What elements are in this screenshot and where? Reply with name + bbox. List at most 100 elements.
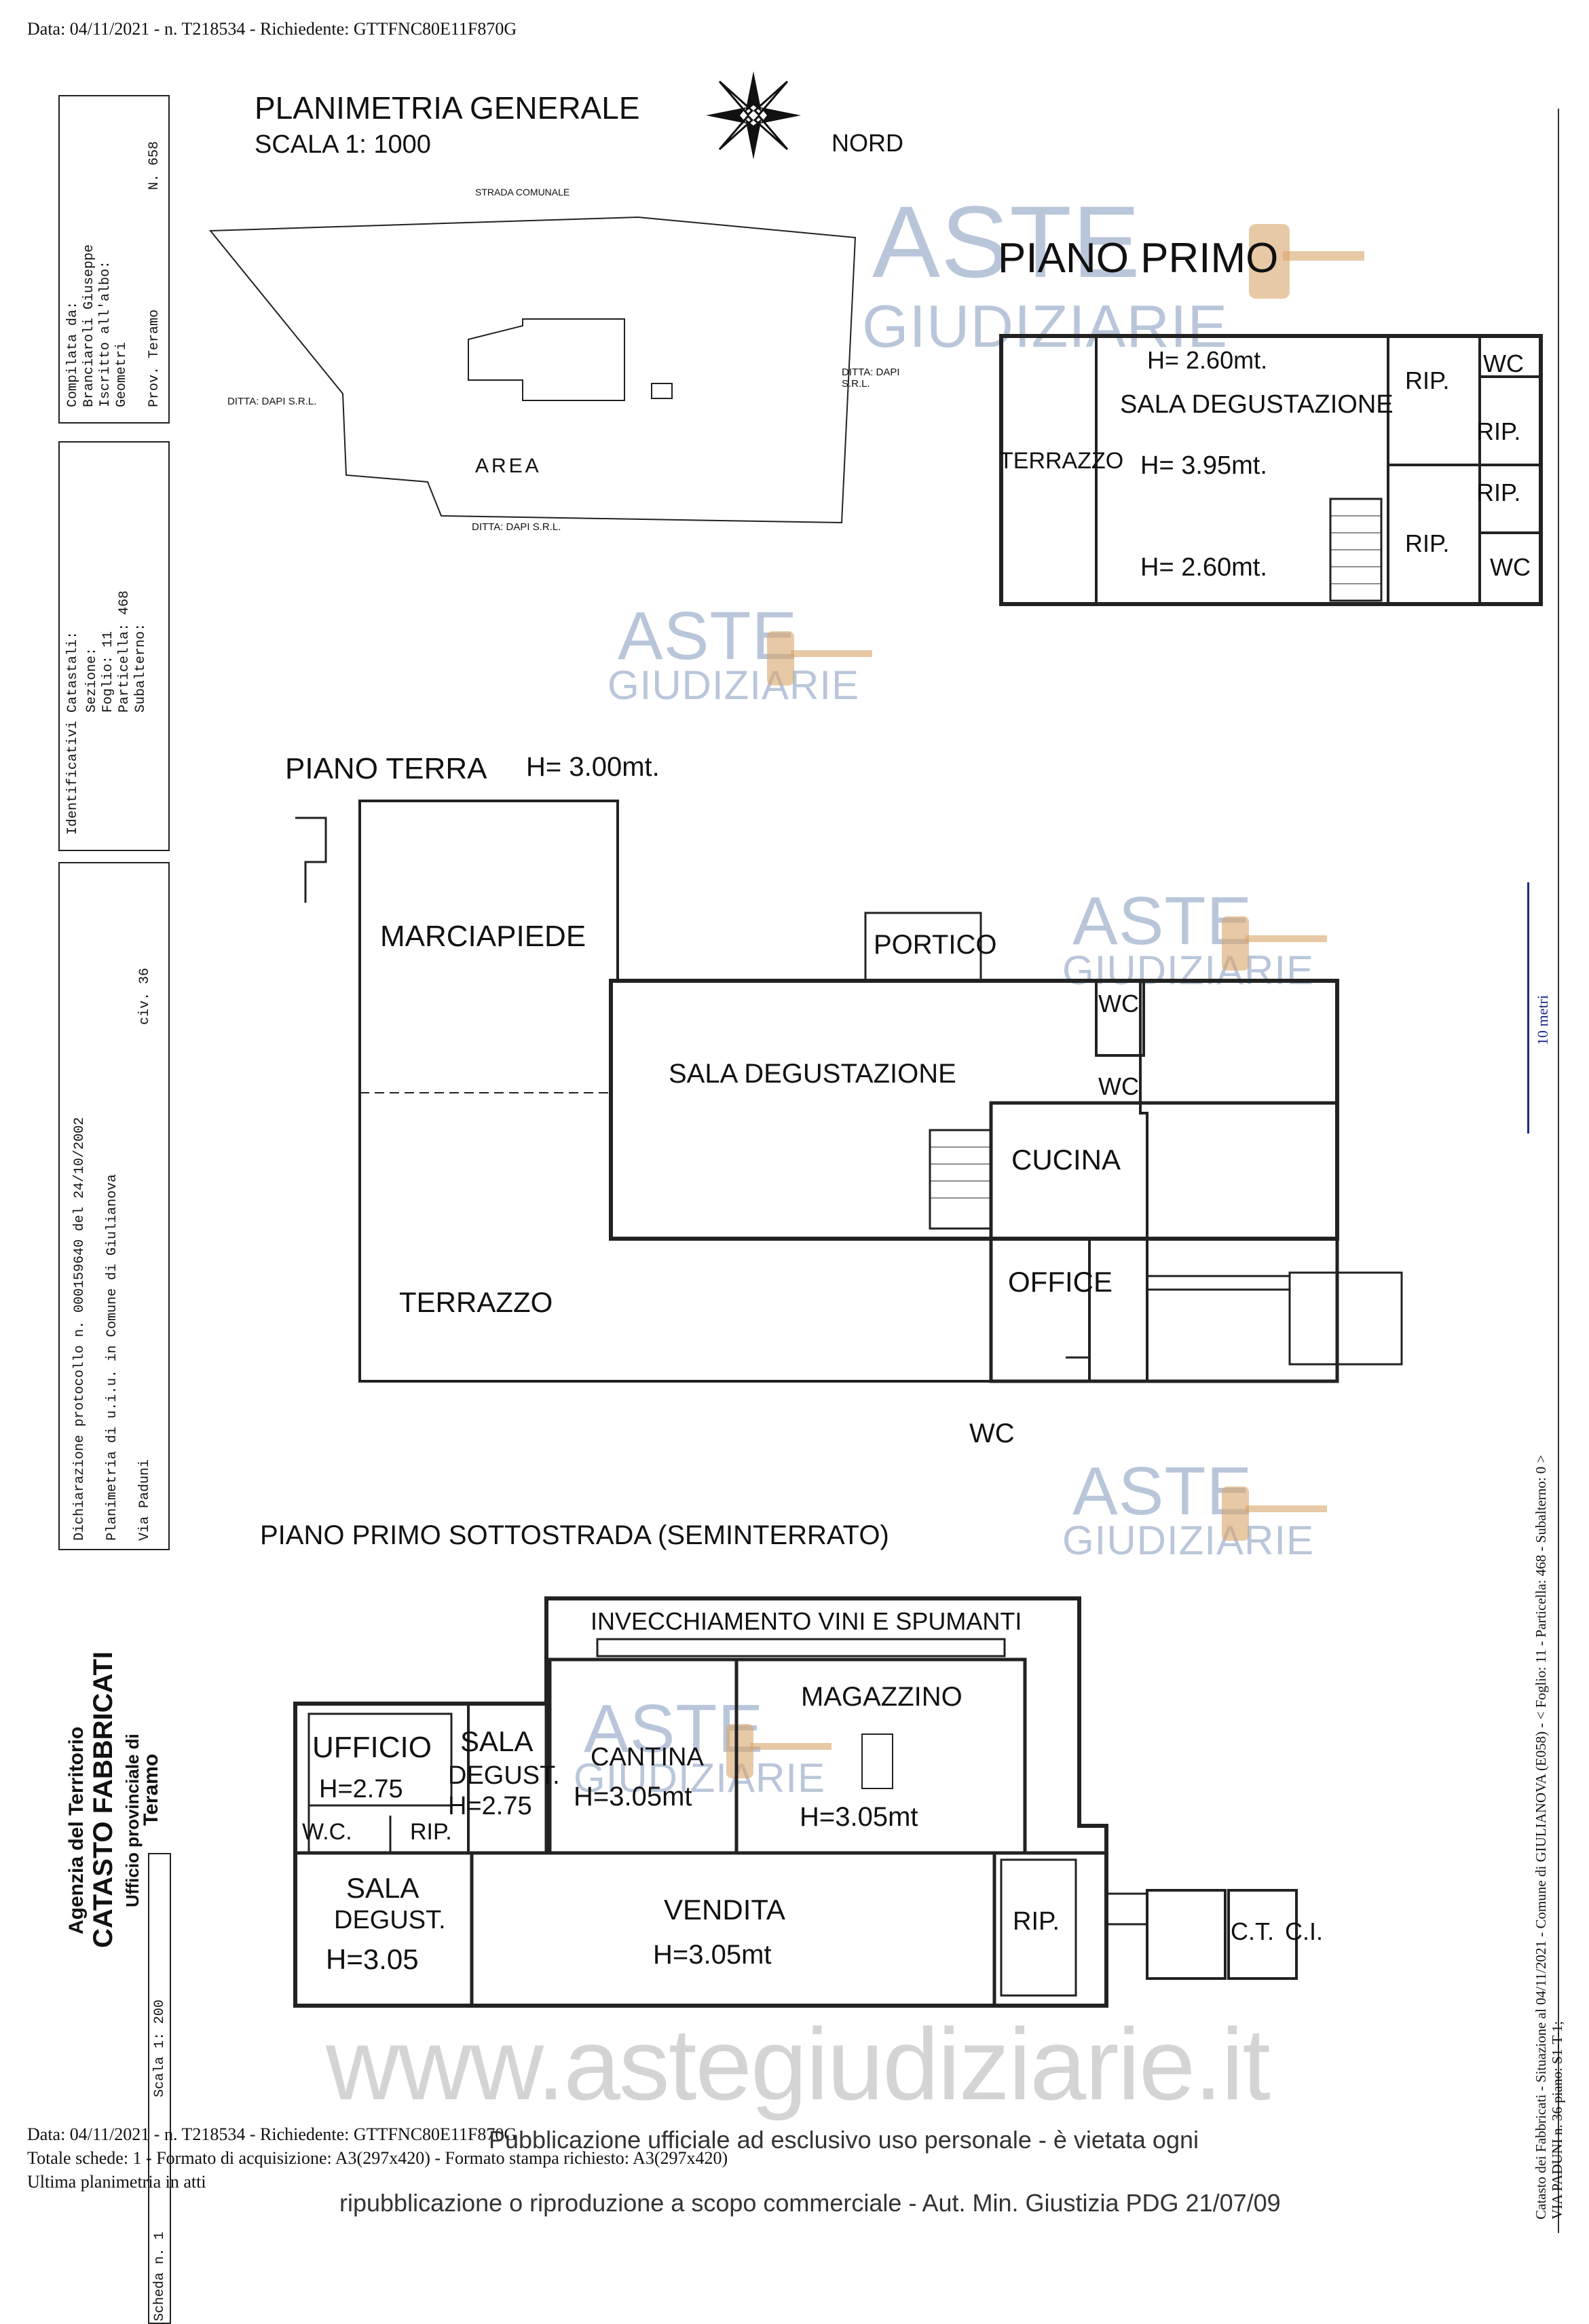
- footer-line-3: Ultima planimetria in atti: [27, 2172, 206, 2192]
- dichiarazione-line-3: Via Paduni: [137, 1459, 153, 1541]
- right-border-line: [1558, 109, 1559, 2233]
- sm-cantina-height: H=3.05mt: [574, 1782, 692, 1812]
- gavel-icon: [1222, 916, 1327, 971]
- sm-sala2-label-b: DEGUST.: [334, 1906, 446, 1934]
- pt-office-label: OFFICE: [1008, 1266, 1113, 1298]
- header-info: Data: 04/11/2021 - n. T218534 - Richiede…: [27, 19, 517, 39]
- seminterrato-plan: [293, 1596, 1298, 2008]
- seminterrato-title: PIANO PRIMO SOTTOSTRADA (SEMINTERRATO): [260, 1520, 889, 1550]
- watermark-giudiziarie-4: GIUDIZIARIE: [1062, 1518, 1315, 1563]
- site-watermark: www.astegiudiziarie.it: [326, 2007, 1271, 2121]
- sm-wc-label: W.C.: [302, 1819, 352, 1845]
- area-label: AREA: [475, 455, 542, 477]
- piano-terra-height: H= 3.00mt.: [526, 752, 660, 782]
- pp-rip-1: RIP.: [1405, 367, 1450, 394]
- pt-marciapiede-label: MARCIAPIEDE: [380, 920, 586, 953]
- footer-line-2: Totale schede: 1 - Formato di acquisizio…: [27, 2148, 728, 2168]
- pp-terrazzo-label: TERRAZZO: [999, 448, 1124, 474]
- identificativi-line-4: Particella: 468: [117, 590, 132, 713]
- pp-height-1: H= 2.60mt.: [1147, 346, 1268, 374]
- sm-rip-label: RIP.: [410, 1819, 452, 1845]
- dichiarazione-line-2: Planimetria di u.i.u. in Comune di Giuli…: [105, 1174, 120, 1541]
- sm-ufficio-height: H=2.75: [319, 1775, 403, 1803]
- left-panel: Compilata da: Branciaroli Giuseppe Iscri…: [46, 88, 171, 2324]
- piano-primo-plan: [999, 334, 1543, 606]
- scale-bar-label: 10 metri: [1534, 995, 1551, 1045]
- sm-sala1-label: SALA: [460, 1725, 534, 1757]
- pt-wc-3: WC: [969, 1419, 1015, 1448]
- sm-rip2-label: RIP.: [1013, 1907, 1060, 1936]
- sm-invecchiamento-label: INVECCHIAMENTO VINI E SPUMANTI: [591, 1607, 1022, 1635]
- footer-notice-2: ripubblicazione o riproduzione a scopo c…: [339, 2189, 1281, 2217]
- pt-wc-1: WC: [1098, 990, 1139, 1017]
- pt-terrazzo-label: TERRAZZO: [399, 1286, 553, 1318]
- sm-sala1-label-b: DEGUST.: [448, 1761, 560, 1790]
- pp-rip-4: RIP.: [1405, 529, 1450, 557]
- compilata-line-1: Compilata da:: [65, 301, 81, 407]
- scala-label: Scala 1: 200: [152, 1999, 168, 2097]
- site-plan: [208, 216, 857, 524]
- pt-sala-label: SALA DEGUSTAZIONE: [669, 1059, 956, 1089]
- watermark-giudiziarie-2: GIUDIZIARIE: [607, 662, 860, 708]
- sm-vendita-height: H=3.05mt: [653, 1940, 772, 1970]
- pt-wc-2: WC: [1098, 1072, 1139, 1100]
- dichiarazione-line-4: civ. 36: [137, 967, 153, 1025]
- compass-rose-icon: [706, 71, 801, 160]
- identificativi-line-5: Subalterno:: [133, 622, 149, 713]
- gavel-icon: [1222, 1486, 1327, 1541]
- piano-terra-plan: [295, 800, 1403, 1383]
- piano-primo-title: PIANO PRIMO: [998, 235, 1279, 282]
- sm-magazzino-height: H=3.05mt: [800, 1802, 918, 1832]
- pt-cucina-label: CUCINA: [1011, 1144, 1121, 1176]
- planimetria-scale: SCALA 1: 1000: [255, 130, 431, 159]
- watermark-giudiziarie-5: GIUDIZIARIE: [574, 1755, 826, 1801]
- compilata-line-6: N. 658: [147, 140, 162, 190]
- sm-vendita-label: VENDITA: [664, 1894, 785, 1926]
- pp-wc-1: WC: [1483, 350, 1524, 377]
- agenzia-line-1: Agenzia del Territorio: [65, 1726, 88, 1934]
- catasto-info-line-1: Catasto dei Fabbricati - Situazione al 0…: [1533, 1455, 1549, 2219]
- ditta-right-label: DITTA: DAPI S.R.L.: [842, 367, 900, 390]
- footer-notice-1: Pubblicazione ufficiale ad esclusivo uso…: [489, 2126, 1199, 2154]
- pp-sala-label: SALA DEGUSTAZIONE: [1120, 390, 1394, 419]
- catasto-info-line-2: VIA PADUNI n. 36 piano: S1-T-1;: [1549, 2021, 1565, 2219]
- pt-portico-label: PORTICO: [874, 930, 997, 960]
- identificativi-box: [58, 441, 170, 851]
- agenzia-line-4: Teramo: [140, 1753, 162, 1826]
- gavel-icon: [726, 1724, 831, 1778]
- watermark-giudiziarie-3: GIUDIZIARIE: [1062, 948, 1315, 993]
- planimetria-title: PLANIMETRIA GENERALE: [255, 90, 640, 126]
- pp-height-2: H= 3.95mt.: [1140, 451, 1267, 480]
- pp-rip-3: RIP.: [1476, 479, 1521, 506]
- north-label: NORD: [831, 129, 903, 157]
- ditta-bottom-label: DITTA: DAPI S.R.L.: [472, 521, 561, 533]
- agenzia-line-2: CATASTO FABBRICATI: [88, 1651, 118, 1948]
- pp-wc-2: WC: [1490, 553, 1531, 581]
- scheda-label: Scheda n. 1: [152, 2231, 168, 2321]
- gavel-icon: [1249, 224, 1364, 299]
- identificativi-line-3: Foglio: 11: [100, 631, 116, 713]
- sm-magazzino-label: MAGAZZINO: [801, 1682, 962, 1712]
- piano-terra-title: PIANO TERRA: [285, 752, 487, 785]
- watermark-giudiziarie-1: GIUDIZIARIE: [862, 293, 1229, 360]
- sm-ct-label: C.T.: [1231, 1917, 1275, 1945]
- gavel-icon: [767, 631, 872, 686]
- footer-line-1: Data: 04/11/2021 - n. T218534 - Richiede…: [27, 2124, 517, 2144]
- identificativi-line-1: Identificativi Catastali:: [65, 631, 81, 835]
- compilata-line-2: Branciaroli Giuseppe: [81, 244, 97, 407]
- sm-sala2-height: H=3.05: [326, 1943, 419, 1975]
- ditta-left-label: DITTA: DAPI S.R.L.: [227, 396, 317, 407]
- sm-ci-label: C.I.: [1285, 1917, 1324, 1945]
- compilata-line-4: Geometri: [114, 341, 130, 407]
- sm-sala2-label: SALA: [346, 1872, 419, 1904]
- strada-label: STRADA COMUNALE: [475, 187, 570, 198]
- sm-sala1-height: H=2.75: [448, 1792, 532, 1820]
- dichiarazione-box: [58, 862, 170, 1550]
- compilata-line-3: Iscritto all'albo:: [98, 260, 113, 407]
- compilata-box: [58, 95, 170, 424]
- dichiarazione-line-1: Dichiarazione protocollo n. 000159640 de…: [72, 1117, 88, 1541]
- sm-cantina-label: CANTINA: [591, 1743, 704, 1772]
- pp-rip-2: RIP.: [1476, 417, 1521, 445]
- sm-ufficio-label: UFFICIO: [312, 1731, 432, 1764]
- scale-bar: [1527, 882, 1529, 1133]
